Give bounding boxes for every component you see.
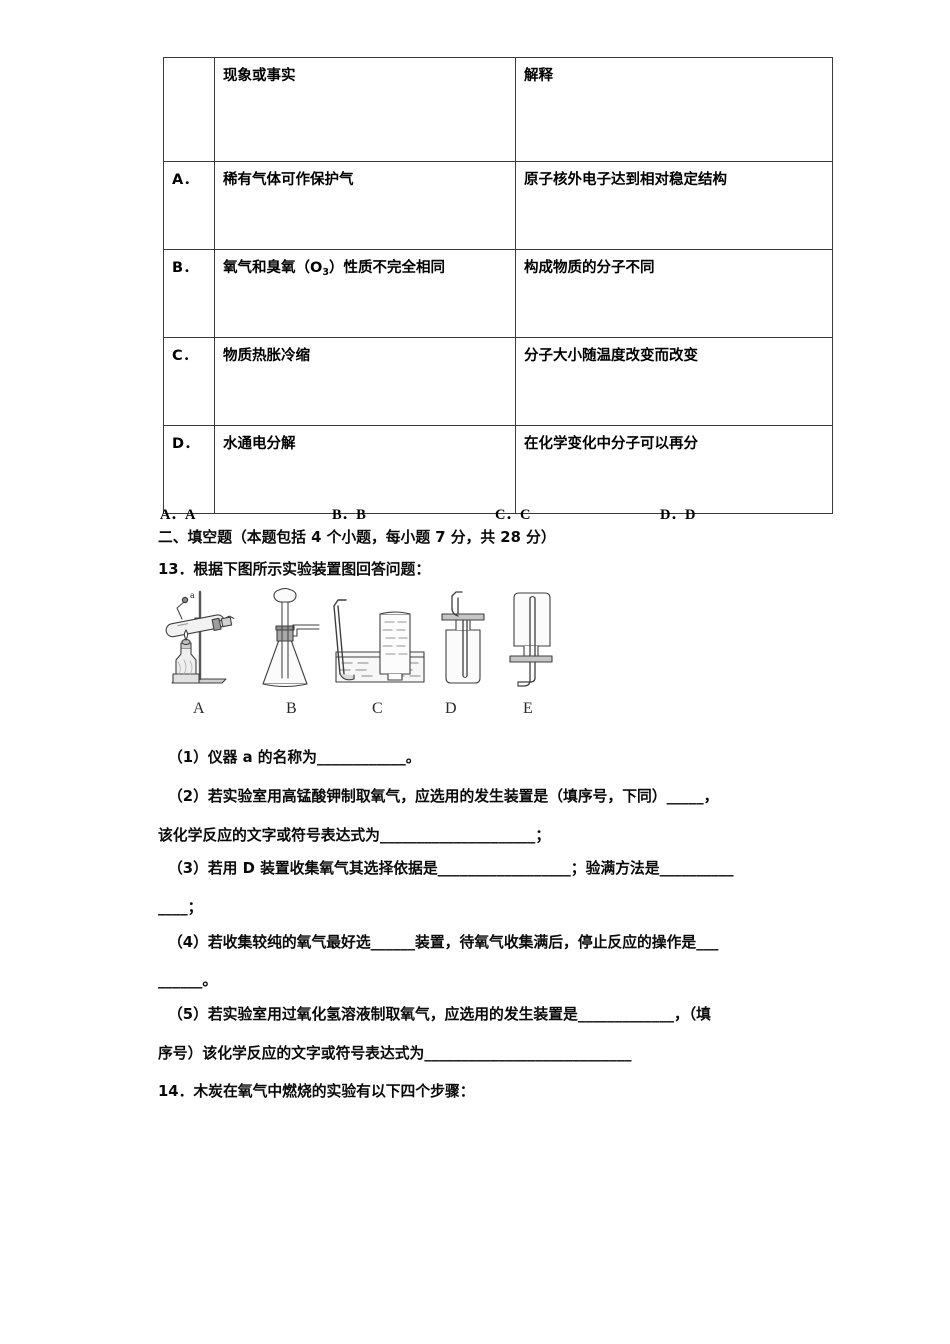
question-13-part-5-line-1: （5）若实验室用过氧化氢溶液制取氧气，应选用的发生装置是____________… <box>168 1006 711 1023</box>
row-phenomenon-b: 氧气和臭氧（O3）性质不完全相同 <box>214 249 516 338</box>
question-14-stem: 14．木炭在氧气中燃烧的实验有以下四个步骤： <box>158 1083 475 1100</box>
row-explanation-c: 分子大小随温度改变而改变 <box>515 337 833 426</box>
figure-label-a: A <box>193 700 205 717</box>
table-header-row: 现象或事实 解释 <box>163 57 833 162</box>
row-label-d: D． <box>163 425 215 514</box>
question-13-part-3-line-1: （3）若用 D 装置收集氧气其选择依据是__________________；验… <box>168 860 734 877</box>
apparatus-a-heating-setup <box>165 590 235 684</box>
figure-label-e: E <box>523 700 533 717</box>
header-cell-phenomenon: 现象或事实 <box>214 57 516 162</box>
row-phenomenon-b-subscript: 3 <box>322 267 329 278</box>
row-phenomenon-b-post: ）性质不完全相同 <box>328 260 445 276</box>
row-label-c: C． <box>163 337 215 426</box>
row-explanation-d: 在化学变化中分子可以再分 <box>515 425 833 514</box>
apparatus-figure: a <box>160 587 560 693</box>
question-13-part-3-line-2: ____； <box>158 899 203 916</box>
figure-inner-label-a: a <box>190 591 195 600</box>
answer-choice-a[interactable]: A．A <box>160 507 196 523</box>
table-row: C． 物质热胀冷缩 分子大小随温度改变而改变 <box>163 337 833 426</box>
question-13-part-2-line-2: 该化学反应的文字或符号表达式为_____________________； <box>158 827 551 844</box>
question-13-part-4-line-2: ______。 <box>158 972 218 989</box>
figure-label-d: D <box>445 700 457 717</box>
answer-choice-d[interactable]: D．D <box>660 507 696 523</box>
row-label-a: A． <box>163 161 215 250</box>
figure-label-b: B <box>286 700 297 717</box>
question-13-part-2-line-1: （2）若实验室用高锰酸钾制取氧气，应选用的发生装置是（填序号，下同）_____， <box>168 788 719 805</box>
table-row: A． 稀有气体可作保护气 原子核外电子达到相对稳定结构 <box>163 161 833 250</box>
header-cell-explanation: 解释 <box>515 57 833 162</box>
question-13-part-1: （1）仪器 a 的名称为____________。 <box>168 749 421 766</box>
apparatus-e-downward-displacement <box>509 592 553 687</box>
comparison-table: 现象或事实 解释 A． 稀有气体可作保护气 原子核外电子达到相对稳定结构 B． … <box>163 57 833 514</box>
apparatus-c-water-displacement <box>333 599 425 683</box>
answer-choice-b[interactable]: B．B <box>332 507 366 523</box>
row-explanation-b: 构成物质的分子不同 <box>515 249 833 338</box>
row-explanation-a: 原子核外电子达到相对稳定结构 <box>515 161 833 250</box>
row-phenomenon-d: 水通电分解 <box>214 425 516 514</box>
row-phenomenon-a: 稀有气体可作保护气 <box>214 161 516 250</box>
header-cell-label <box>163 57 215 162</box>
answer-choice-c[interactable]: C．C <box>495 507 531 523</box>
apparatus-b-flask-funnel <box>262 587 320 688</box>
apparatus-d-upward-displacement <box>441 591 485 684</box>
question-13-part-4-line-1: （4）若收集较纯的氧气最好选______装置，待氧气收集满后，停止反应的操作是_… <box>168 934 719 951</box>
row-phenomenon-b-pre: 氧气和臭氧（O <box>223 260 323 276</box>
table-row: B． 氧气和臭氧（O3）性质不完全相同 构成物质的分子不同 <box>163 249 833 338</box>
section-heading: 二、填空题（本题包括 4 个小题，每小题 7 分，共 28 分） <box>158 529 556 546</box>
question-13-part-5-line-2: 序号）该化学反应的文字或符号表达式为______________________… <box>158 1045 632 1062</box>
row-label-b: B． <box>163 249 215 338</box>
table-row: D． 水通电分解 在化学变化中分子可以再分 <box>163 425 833 514</box>
row-phenomenon-c: 物质热胀冷缩 <box>214 337 516 426</box>
question-13-stem: 13．根据下图所示实验装置图回答问题： <box>158 561 431 578</box>
figure-label-c: C <box>372 700 383 717</box>
figure-caption-row: A B C D E <box>160 700 560 724</box>
